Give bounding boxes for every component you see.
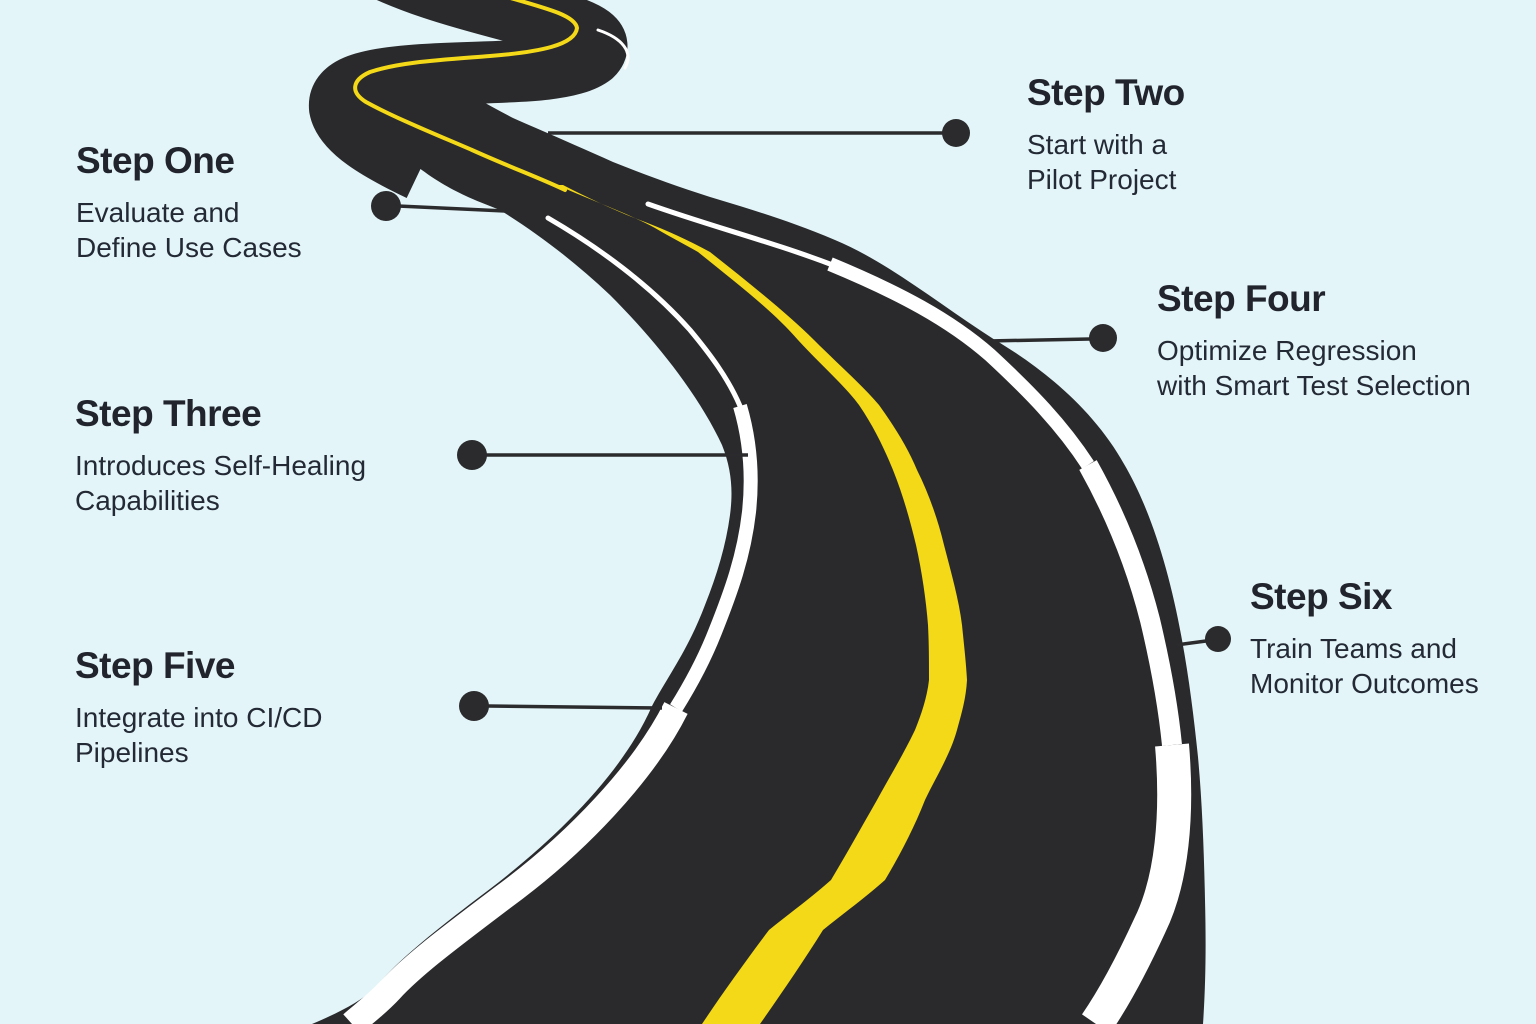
step-six-leader-line [1175,639,1207,647]
road-body [310,70,1206,1024]
step-two-connector [548,119,970,147]
edge-line-right-middle [1079,460,1182,746]
step-six-description: Train Teams and Monitor Outcomes [1250,633,1479,699]
step-one-dot [371,191,401,221]
center-line-main [557,185,967,1024]
step-three-label: Step Three Introduces Self-Healing Capab… [75,393,366,518]
step-five-dot [459,691,489,721]
step-one-label: Step One Evaluate and Define Use Cases [76,140,302,265]
step-one-title: Step One [76,140,235,181]
step-six-connector [1175,626,1231,652]
step-four-leader-line [987,337,1091,343]
step-three-description: Introduces Self-Healing Capabilities [75,450,367,516]
step-four-connector [987,324,1117,352]
step-five-label: Step Five Integrate into CI/CD Pipelines [75,645,322,770]
step-four-title: Step Four [1157,278,1326,319]
step-five-leader-line [487,704,663,710]
step-six-dot [1205,626,1231,652]
edge-line-left-middle [670,404,758,712]
step-four-description: Optimize Regression with Smart Test Sele… [1157,335,1471,401]
step-two-dot [942,119,970,147]
edge-line-left-top [545,215,743,409]
step-two-label: Step Two Start with a Pilot Project [1027,72,1185,197]
step-one-connector [371,191,506,221]
step-one-description: Evaluate and Define Use Cases [76,197,302,263]
edge-line-left-bottom [343,702,688,1024]
step-four-label: Step Four Optimize Regression with Smart… [1157,278,1471,403]
step-three-dot [457,440,487,470]
step-four-dot [1089,324,1117,352]
center-line-top [353,0,580,192]
edge-line-right-upper [827,257,1094,469]
step-five-title: Step Five [75,645,236,686]
edge-line-right-top [645,201,833,267]
step-six-label: Step Six Train Teams and Monitor Outcome… [1250,576,1479,701]
step-three-connector [457,440,748,470]
step-two-title: Step Two [1027,72,1185,113]
step-six-title: Step Six [1250,576,1392,617]
step-three-title: Step Three [75,393,262,434]
step-two-description: Start with a Pilot Project [1027,129,1177,195]
edge-line-right-bottom [1081,743,1192,1024]
edge-line-bend-arc [596,28,630,70]
step-five-connector [459,691,663,721]
step-five-description: Integrate into CI/CD Pipelines [75,702,323,768]
step-one-leader-line [397,204,506,213]
